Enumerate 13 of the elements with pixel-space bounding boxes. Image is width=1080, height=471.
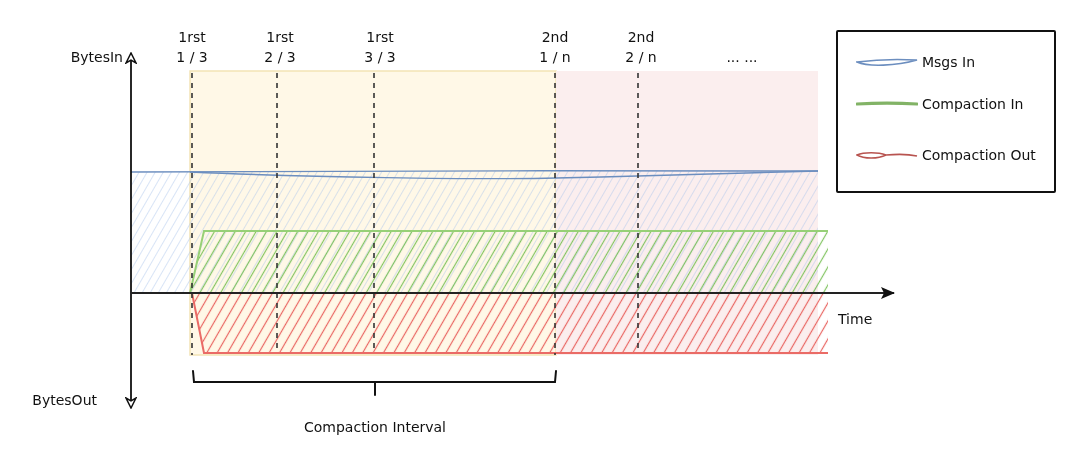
legend-label: Compaction Out (922, 146, 1036, 165)
axis-label: Time (838, 310, 873, 329)
legend-label: Compaction In (922, 95, 1024, 114)
axis-label: BytesIn (70, 48, 123, 67)
tick-label: 2nd 2 / n (624, 28, 658, 67)
tick-label: 1rst 1 / 3 (175, 28, 209, 67)
tick-label: 2nd 1 / n (538, 28, 572, 67)
legend-label: Msgs In (922, 53, 975, 72)
tick-label: 1rst 3 / 3 (363, 28, 397, 67)
axis-label: BytesOut (32, 391, 97, 410)
tick-label: 1rst 2 / 3 (263, 28, 297, 67)
bracket-label: Compaction Interval (304, 418, 446, 437)
tick-label: ... ... (726, 48, 758, 67)
